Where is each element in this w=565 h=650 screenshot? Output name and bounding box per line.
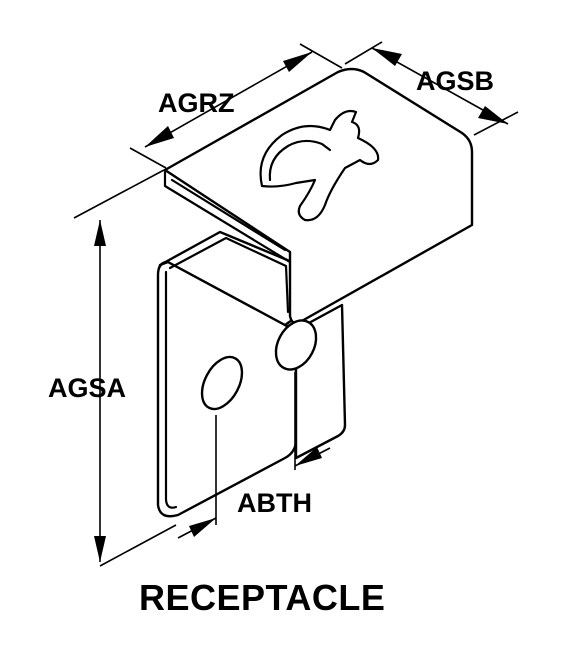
agsb-arrow-right [478, 106, 508, 124]
spring-clip-inner [268, 139, 332, 182]
agsa-label: AGSA [48, 373, 126, 403]
agsa-arrow-bottom [94, 536, 106, 562]
agrz-extension-left [129, 147, 167, 169]
back-wall-inner [168, 236, 290, 314]
agsa-extension-top [73, 169, 165, 219]
agsb-extension-left [344, 41, 383, 65]
abth-arrow-left [189, 518, 216, 537]
agsb-extension-right [473, 111, 519, 136]
agrz-arrow-left [145, 126, 174, 147]
agrz-dimension-line [144, 51, 313, 148]
abth-label: ABTH [237, 488, 312, 518]
agsb-label: AGSB [416, 66, 494, 96]
flange-fold [163, 168, 292, 264]
caption: RECEPTACLE [139, 577, 385, 618]
agrz-label: AGRZ [158, 88, 235, 118]
side-hole [274, 319, 318, 371]
abth-arrow-right [295, 447, 322, 466]
agrz-extension-right [299, 43, 343, 69]
spring-clip [259, 109, 380, 222]
dimension-lines [73, 41, 519, 567]
top-flange [163, 67, 474, 325]
agsa-extension-bottom [99, 524, 177, 567]
flange-fold-inner [170, 178, 287, 252]
plate-hole [200, 355, 244, 411]
agsb-arrow-left [372, 48, 402, 66]
agrz-arrow-right [283, 52, 312, 72]
receptacle-part [156, 67, 474, 518]
plate-inner-edge [164, 270, 178, 509]
agsa-arrow-top [94, 220, 106, 246]
